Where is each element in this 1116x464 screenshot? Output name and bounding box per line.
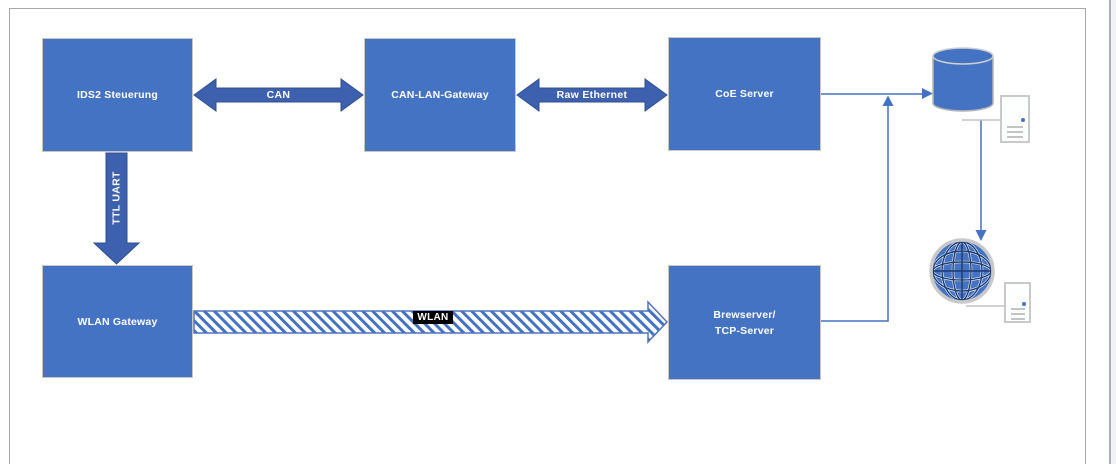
database-to-globe-connector[interactable]	[975, 120, 987, 241]
node-label-line2: TCP-Server	[714, 324, 775, 337]
node-can-lan-gateway[interactable]: CAN-LAN-Gateway	[364, 38, 516, 152]
can-double-arrow[interactable]	[193, 78, 364, 112]
page-border	[9, 8, 1086, 464]
node-label: CoE Server	[715, 88, 774, 100]
raw-ethernet-double-arrow[interactable]	[516, 78, 668, 112]
node-wlan-gateway[interactable]: WLAN Gateway	[42, 265, 193, 378]
can-connection-label: CAN	[266, 89, 291, 101]
server-led-icon	[1022, 302, 1026, 306]
arrowhead-down-icon	[975, 230, 987, 241]
scrollbar-track[interactable]	[1111, 0, 1116, 464]
ttl-uart-down-arrow[interactable]	[92, 152, 141, 265]
scrollbar-edge	[1109, 0, 1111, 464]
server-icon[interactable]	[1004, 282, 1031, 323]
arrowhead-up-icon	[882, 95, 894, 106]
wlan-connection-label: WLAN	[413, 311, 453, 324]
arrowhead-right-icon	[922, 88, 933, 99]
node-label: IDS2 Steuerung	[77, 89, 158, 101]
ttl-uart-connection-label: TTL UART	[110, 171, 123, 225]
node-brewserver-tcp-server[interactable]: Brewserver/ TCP-Server	[668, 265, 821, 380]
node-label: CAN-LAN-Gateway	[391, 89, 489, 101]
node-label: WLAN Gateway	[77, 315, 158, 328]
server-vents-icon	[1006, 308, 1029, 320]
server-icon[interactable]	[1000, 95, 1030, 143]
node-ids2-steuerung[interactable]: IDS2 Steuerung	[42, 38, 193, 152]
server-vents-icon	[1002, 126, 1028, 138]
server-led-icon	[1021, 118, 1025, 122]
globe-icon[interactable]	[929, 238, 995, 304]
raw-ethernet-connection-label: Raw Ethernet	[556, 89, 628, 101]
node-label-line1: Brewserver/	[713, 308, 776, 321]
database-cylinder-icon[interactable]	[932, 47, 994, 112]
node-coe-server[interactable]: CoE Server	[668, 37, 821, 151]
brewserver-to-database-connector[interactable]	[821, 95, 894, 322]
coe-to-database-connector[interactable]	[821, 88, 933, 99]
